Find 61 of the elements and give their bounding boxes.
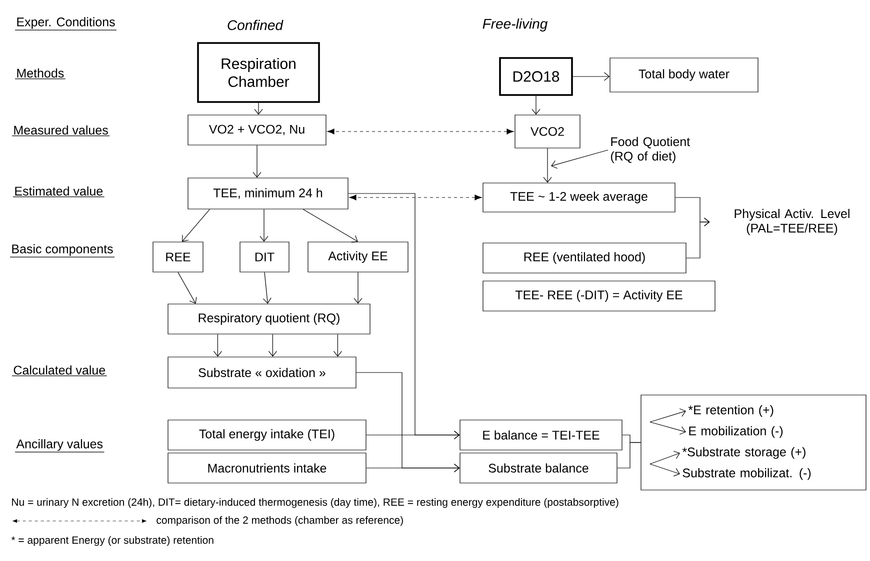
arrow bbox=[366, 430, 460, 440]
column-heading: Free-living bbox=[482, 18, 548, 32]
row-label: Measured values bbox=[12, 125, 110, 136]
arrow bbox=[333, 334, 342, 357]
arrow bbox=[260, 209, 268, 242]
process-box: Substrate « oxidation » bbox=[168, 356, 356, 388]
comparison-arrow bbox=[349, 194, 482, 200]
row-label: Estimated value bbox=[12, 186, 105, 198]
process-box: Respiratory quotient (RQ) bbox=[168, 304, 370, 334]
arrow bbox=[254, 102, 263, 115]
row-label: Methods bbox=[14, 68, 66, 80]
row-label: Exper. Conditions bbox=[14, 17, 117, 30]
process-box: REE (ventilated hood) bbox=[482, 242, 686, 274]
arrow bbox=[650, 422, 686, 435]
process-box: Activity EE bbox=[308, 242, 408, 272]
arrow bbox=[213, 334, 222, 357]
arrow bbox=[532, 96, 540, 115]
arrow bbox=[366, 464, 460, 472]
outcome-text: *Substrate storage (+) bbox=[682, 447, 806, 459]
connector-line bbox=[617, 442, 641, 468]
method-box: D2O18 bbox=[499, 57, 573, 96]
arrow bbox=[178, 272, 197, 304]
arrow bbox=[650, 408, 686, 422]
process-box: Substrate balance bbox=[460, 452, 618, 484]
row-label: Calculated value bbox=[12, 365, 108, 376]
legend-text: comparison of the 2 methods (chamber as reference) bbox=[156, 516, 403, 526]
arrow bbox=[543, 148, 552, 183]
arrow bbox=[302, 209, 358, 243]
annotation-text: Physical Activ. Level (PAL=TEE/REE) bbox=[734, 208, 850, 236]
arrow bbox=[572, 72, 610, 81]
process-box: TEE, minimum 24 h bbox=[188, 178, 348, 210]
arrow bbox=[551, 150, 608, 169]
process-box: TEE- REE (-DIT) = Activity EE bbox=[482, 280, 716, 312]
process-box: E balance = TEI-TEE bbox=[460, 420, 622, 450]
method-box: Respiration Chamber bbox=[197, 42, 320, 103]
outcome-text: Substrate mobilizat. (-) bbox=[682, 468, 811, 480]
annotation-text: Food Quotient (RQ of diet) bbox=[610, 136, 690, 164]
process-box: VCO2 bbox=[514, 114, 580, 148]
outcome-box bbox=[640, 394, 866, 490]
arrow bbox=[650, 464, 680, 476]
arrow bbox=[252, 145, 262, 178]
arrow bbox=[650, 450, 680, 464]
comparison-arrow bbox=[327, 128, 514, 134]
process-box: Total body water bbox=[610, 58, 758, 92]
footnote: Nu = urinary N excretion (24h), DIT= dietary-induced thermogenesis (day time), REE = resting energy expenditure (postabsorptive) bbox=[12, 498, 618, 508]
process-box: REE bbox=[152, 242, 204, 272]
arrow bbox=[354, 272, 362, 304]
arrow bbox=[262, 272, 272, 304]
process-box: TEE ~ 1-2 week average bbox=[482, 182, 676, 212]
row-label: Ancillary values bbox=[14, 439, 105, 452]
process-box: DIT bbox=[240, 242, 290, 272]
process-box: Total energy intake (TEI) bbox=[168, 420, 366, 450]
outcome-text: *E retention (+) bbox=[688, 405, 774, 417]
footnote: * = apparent Energy (or substrate) retention bbox=[11, 536, 214, 546]
arrow bbox=[182, 209, 210, 242]
arrow bbox=[686, 218, 710, 258]
outcome-text: E mobilization (-) bbox=[689, 426, 783, 438]
process-box: VO2 + VCO2, Nu bbox=[188, 114, 326, 146]
process-box: Macronutrients intake bbox=[168, 452, 366, 484]
arrow bbox=[268, 334, 277, 357]
row-label: Basic components bbox=[10, 244, 115, 258]
